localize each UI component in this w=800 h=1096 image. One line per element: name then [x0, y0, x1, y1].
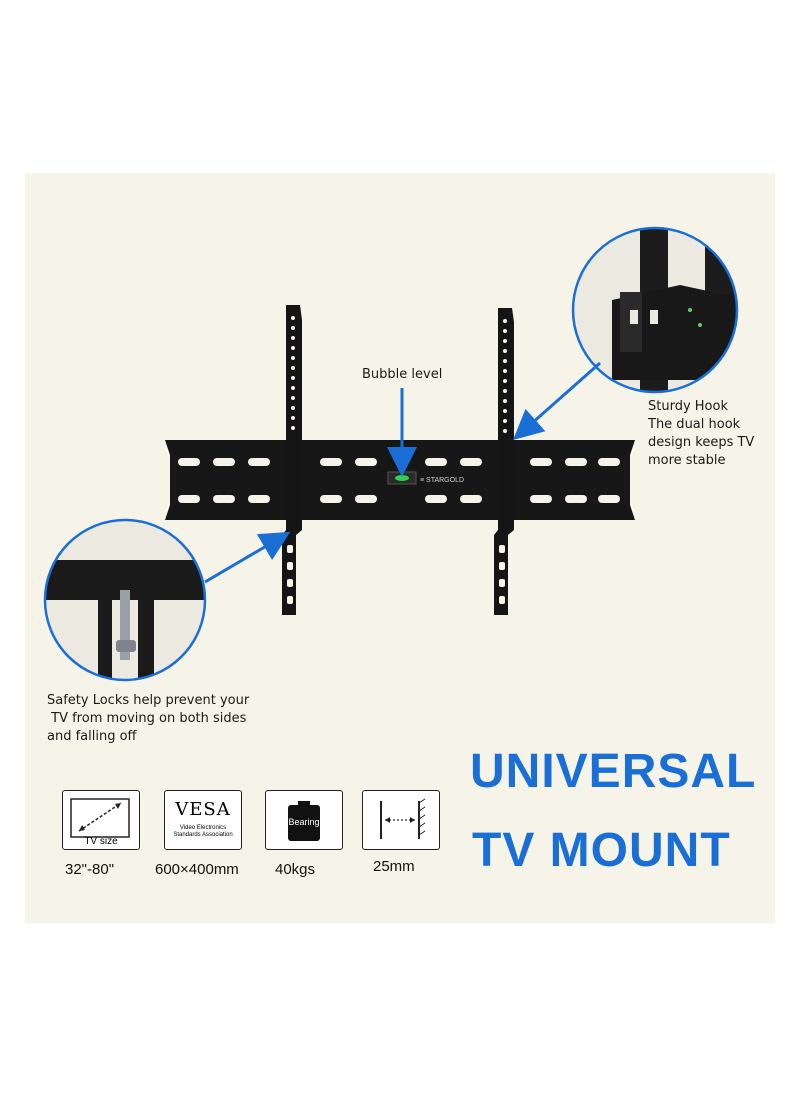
safety-lock-zoom	[43, 518, 207, 682]
plate-brand-label: ≡ STARGOLD	[420, 477, 464, 484]
title-line-2: TV MOUNT	[472, 824, 731, 877]
wall-distance-value: 25mm	[373, 858, 415, 875]
tv-size-icon: TV size	[62, 790, 140, 850]
safety-locks-label: Safety Locks help prevent your TV from m…	[47, 693, 250, 744]
sturdy-hook-zoom	[571, 226, 739, 394]
sturdy-hook-label: Sturdy Hook The dual hook design keeps T…	[648, 399, 755, 468]
vesa-value: 600×400mm	[155, 861, 239, 878]
right-arm	[494, 308, 514, 615]
safety-lock-arrow	[204, 531, 291, 584]
title-line-1: UNIVERSAL	[470, 745, 757, 798]
bearing-weight-icon: Bearing	[265, 790, 343, 850]
sturdy-hook-arrow	[513, 361, 601, 440]
bearing-value: 40kgs	[275, 861, 316, 878]
wall-distance-icon	[362, 790, 440, 850]
tv-size-value: 32"-80"	[65, 861, 115, 878]
wall-plate: ≡ STARGOLD	[165, 440, 635, 520]
vesa-icon: VESA Video Electronics Standards Associa…	[164, 790, 242, 850]
bubble-level-label: Bubble level	[362, 367, 443, 382]
